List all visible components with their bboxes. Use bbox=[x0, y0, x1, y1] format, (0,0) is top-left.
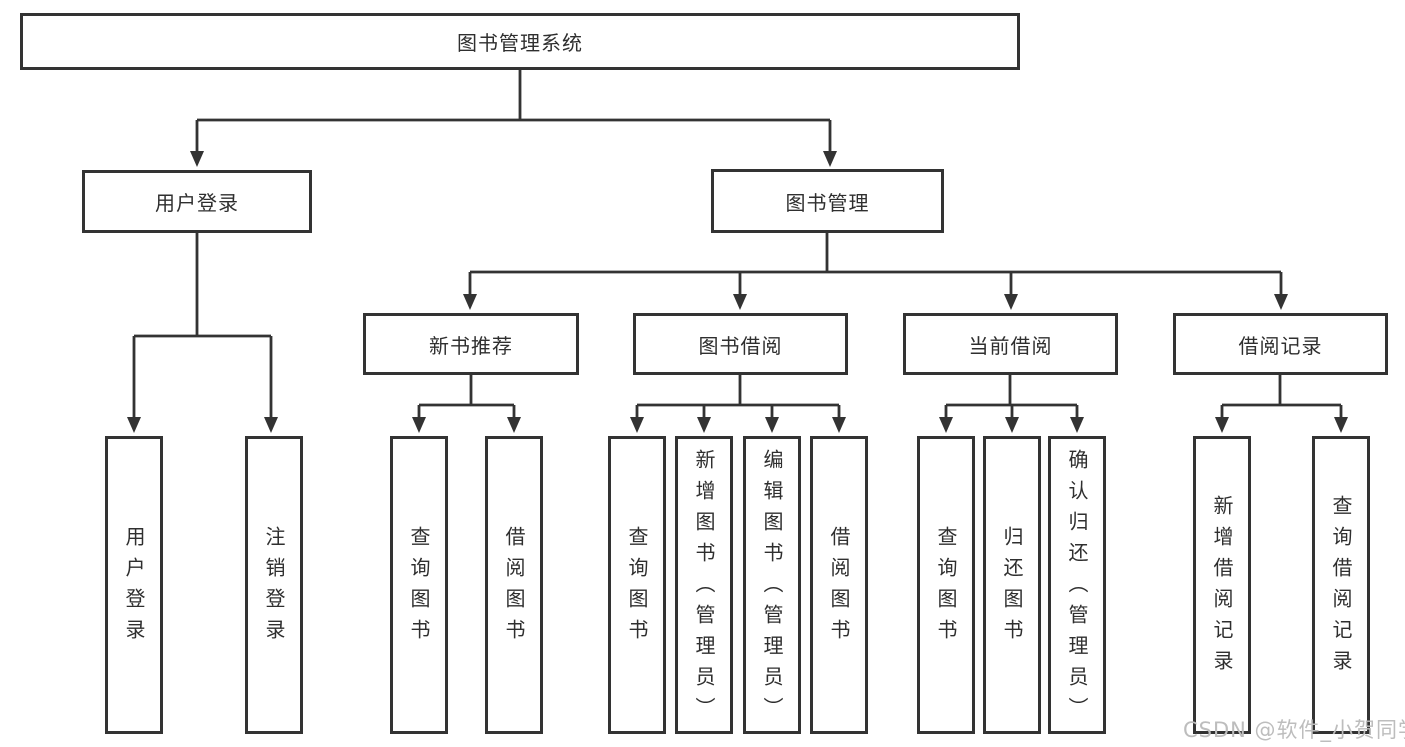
connector-line bbox=[195, 70, 832, 152]
connector-line bbox=[1220, 375, 1343, 418]
node-leaf-query-borrow-record: 查询借阅记录 bbox=[1312, 436, 1370, 734]
connector-current-borrow-to-leaves bbox=[939, 375, 1084, 433]
arrowhead bbox=[1070, 417, 1084, 433]
arrowhead bbox=[463, 294, 477, 310]
node-book-borrow: 图书借阅 bbox=[633, 313, 848, 375]
node-borrow-record: 借阅记录 bbox=[1173, 313, 1388, 375]
node-root: 图书管理系统 bbox=[20, 13, 1020, 70]
connector-line bbox=[944, 375, 1079, 418]
node-book-management: 图书管理 bbox=[711, 169, 944, 233]
node-leaf-return-book: 归还图书 bbox=[983, 436, 1041, 734]
node-leaf-query-book-2: 查询图书 bbox=[608, 436, 666, 734]
node-leaf-user-login: 用户登录 bbox=[105, 436, 163, 734]
node-leaf-edit-book-admin: 编辑图书（管理员） bbox=[743, 436, 801, 734]
connector-user-login-to-leaves bbox=[127, 233, 278, 433]
arrowhead bbox=[765, 417, 779, 433]
node-leaf-borrow-book-1: 借阅图书 bbox=[485, 436, 543, 734]
arrowhead bbox=[1334, 417, 1348, 433]
connector-borrow-record-to-leaves bbox=[1215, 375, 1348, 433]
connector-line bbox=[417, 375, 516, 418]
arrowhead bbox=[1004, 294, 1018, 310]
connector-line bbox=[132, 233, 273, 418]
arrowhead bbox=[697, 417, 711, 433]
arrowhead bbox=[264, 417, 278, 433]
connector-new-book-to-leaves bbox=[412, 375, 521, 433]
arrowhead bbox=[1274, 294, 1288, 310]
node-leaf-borrow-book-2: 借阅图书 bbox=[810, 436, 868, 734]
node-leaf-add-book-admin: 新增图书（管理员） bbox=[675, 436, 733, 734]
connector-book-borrow-to-leaves bbox=[630, 375, 846, 433]
connector-line bbox=[468, 233, 1283, 295]
node-current-borrow: 当前借阅 bbox=[903, 313, 1118, 375]
node-leaf-logout: 注销登录 bbox=[245, 436, 303, 734]
arrowhead bbox=[190, 151, 204, 167]
connector-book-management-to-groups bbox=[463, 233, 1288, 310]
arrowhead bbox=[127, 417, 141, 433]
connector-line bbox=[635, 375, 841, 418]
connector-root-to-branches bbox=[190, 70, 837, 167]
arrowhead bbox=[412, 417, 426, 433]
arrowhead bbox=[507, 417, 521, 433]
csdn-watermark: CSDN @软件_小贺同学 bbox=[1183, 718, 1405, 742]
node-new-book-recommend: 新书推荐 bbox=[363, 313, 579, 375]
arrowhead bbox=[630, 417, 644, 433]
node-leaf-confirm-return-admin: 确认归还（管理员） bbox=[1048, 436, 1106, 734]
arrowhead bbox=[1215, 417, 1229, 433]
node-user-login: 用户登录 bbox=[82, 170, 312, 233]
node-leaf-query-book-1: 查询图书 bbox=[390, 436, 448, 734]
node-leaf-query-book-3: 查询图书 bbox=[917, 436, 975, 734]
arrowhead bbox=[823, 151, 837, 167]
arrowhead bbox=[733, 294, 747, 310]
arrowhead bbox=[832, 417, 846, 433]
node-leaf-add-borrow-record: 新增借阅记录 bbox=[1193, 436, 1251, 734]
arrowhead bbox=[1005, 417, 1019, 433]
arrowhead bbox=[939, 417, 953, 433]
